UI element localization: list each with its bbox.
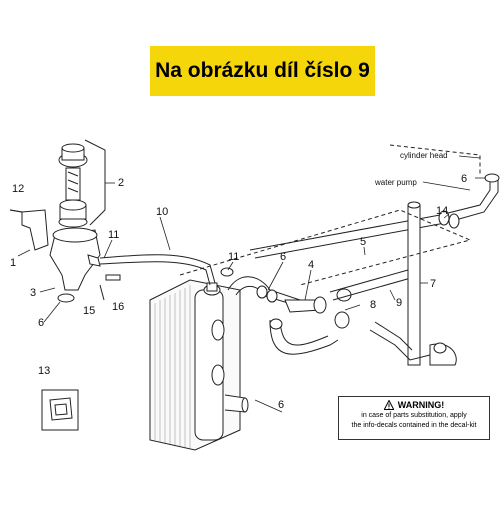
banner: Na obrázku díl číslo 9 — [150, 46, 375, 96]
callout-14: 14 — [436, 205, 448, 217]
callout-11a: 11 — [108, 229, 119, 241]
callout-13: 13 — [38, 365, 50, 377]
callout-9: 9 — [396, 297, 402, 309]
callout-12: 12 — [12, 183, 24, 195]
callout-6c: 6 — [461, 173, 467, 185]
callout-7: 7 — [430, 278, 436, 290]
callout-1: 1 — [10, 257, 16, 269]
warning-title: WARNING! — [397, 400, 445, 410]
callout-6b: 6 — [280, 251, 286, 263]
callout-3: 3 — [30, 287, 36, 299]
warning-triangle-icon — [383, 400, 394, 410]
label-water-pump: water pump — [374, 178, 417, 187]
callout-5: 5 — [360, 236, 366, 248]
warning-title-row: WARNING! — [339, 400, 489, 410]
callout-16: 16 — [112, 301, 124, 313]
radiator — [149, 279, 249, 451]
expansion-tank — [9, 139, 106, 303]
banner-text: Na obrázku díl číslo 9 — [155, 59, 370, 82]
callout-6d: 6 — [278, 399, 284, 411]
callout-8: 8 — [370, 299, 376, 311]
warning-line-1: in case of parts substitution, apply — [361, 412, 467, 419]
callout-15: 15 — [83, 305, 95, 317]
warning-line-2: the info-decals contained in the decal-k… — [351, 422, 477, 429]
callout-numbers: 12 2 1 3 6 11 10 11 6 4 5 15 16 8 9 7 14… — [10, 173, 467, 411]
hose-group — [227, 267, 419, 355]
label-cylinder-head: cylinder head — [400, 151, 448, 160]
warning-box: WARNING! in case of parts substitution, … — [338, 396, 490, 440]
pipe-9 — [369, 201, 457, 366]
callout-2: 2 — [118, 177, 124, 189]
callout-6a: 6 — [38, 317, 44, 329]
callout-11b: 11 — [228, 251, 239, 263]
callout-4: 4 — [308, 259, 314, 271]
callout-10: 10 — [156, 206, 168, 218]
